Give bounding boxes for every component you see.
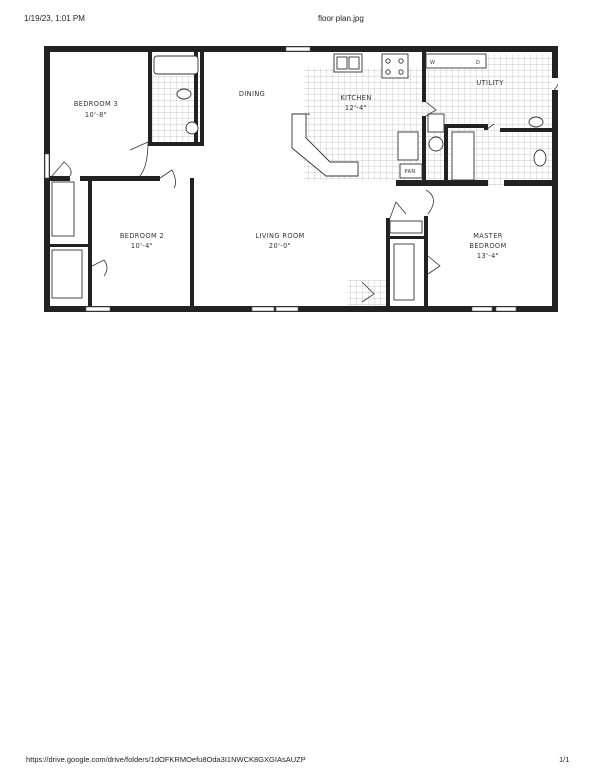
room-label-living-room: LIVING ROOM (255, 232, 304, 240)
windows (44, 46, 517, 312)
room-size-kitchen: 12'-4" (345, 104, 367, 112)
pantry-label: PAN (404, 169, 415, 175)
bathtub-icon (153, 55, 199, 75)
print-footer-url: https://drive.google.com/drive/folders/1… (26, 755, 306, 764)
sink-icon (185, 121, 199, 135)
print-header-title: floor plan.jpg (318, 14, 364, 23)
print-footer-page: 1/1 (559, 755, 570, 764)
toilet-icon (176, 88, 192, 100)
doors (51, 69, 558, 303)
room-label-kitchen: KITCHEN (340, 94, 371, 102)
dryer-label: D (476, 60, 480, 66)
tiled-floors (152, 54, 552, 310)
kitchen-sink-icon (336, 56, 348, 70)
room-label-bedroom-2: BEDROOM 2 (120, 232, 164, 240)
kitchen-island (291, 113, 359, 177)
room-size-master: 13'-4" (477, 252, 499, 260)
water-heater-icon (427, 113, 445, 133)
room-label-utility: UTILITY (476, 79, 504, 87)
room-labels: BEDROOM 3 10'-8" DINING KITCHEN 12'-4" U… (74, 60, 506, 260)
master-bathtub-icon (451, 131, 475, 181)
room-label-master-line2: BEDROOM (469, 242, 506, 250)
room-size-living-room: 20'-0" (269, 242, 291, 250)
room-label-master-line1: MASTER (473, 232, 503, 240)
washer-label: W (430, 60, 435, 66)
room-size-bedroom-2: 10'-4" (131, 242, 153, 250)
room-label-dining: DINING (239, 90, 265, 98)
room-size-bedroom-3: 10'-8" (85, 111, 107, 119)
stove-icon (381, 53, 409, 79)
fixtures (51, 53, 547, 301)
floor-plan: BEDROOM 3 10'-8" DINING KITCHEN 12'-4" U… (44, 46, 558, 312)
room-label-bedroom-3: BEDROOM 3 (74, 100, 118, 108)
print-header-datetime: 1/19/23, 1:01 PM (24, 14, 85, 23)
